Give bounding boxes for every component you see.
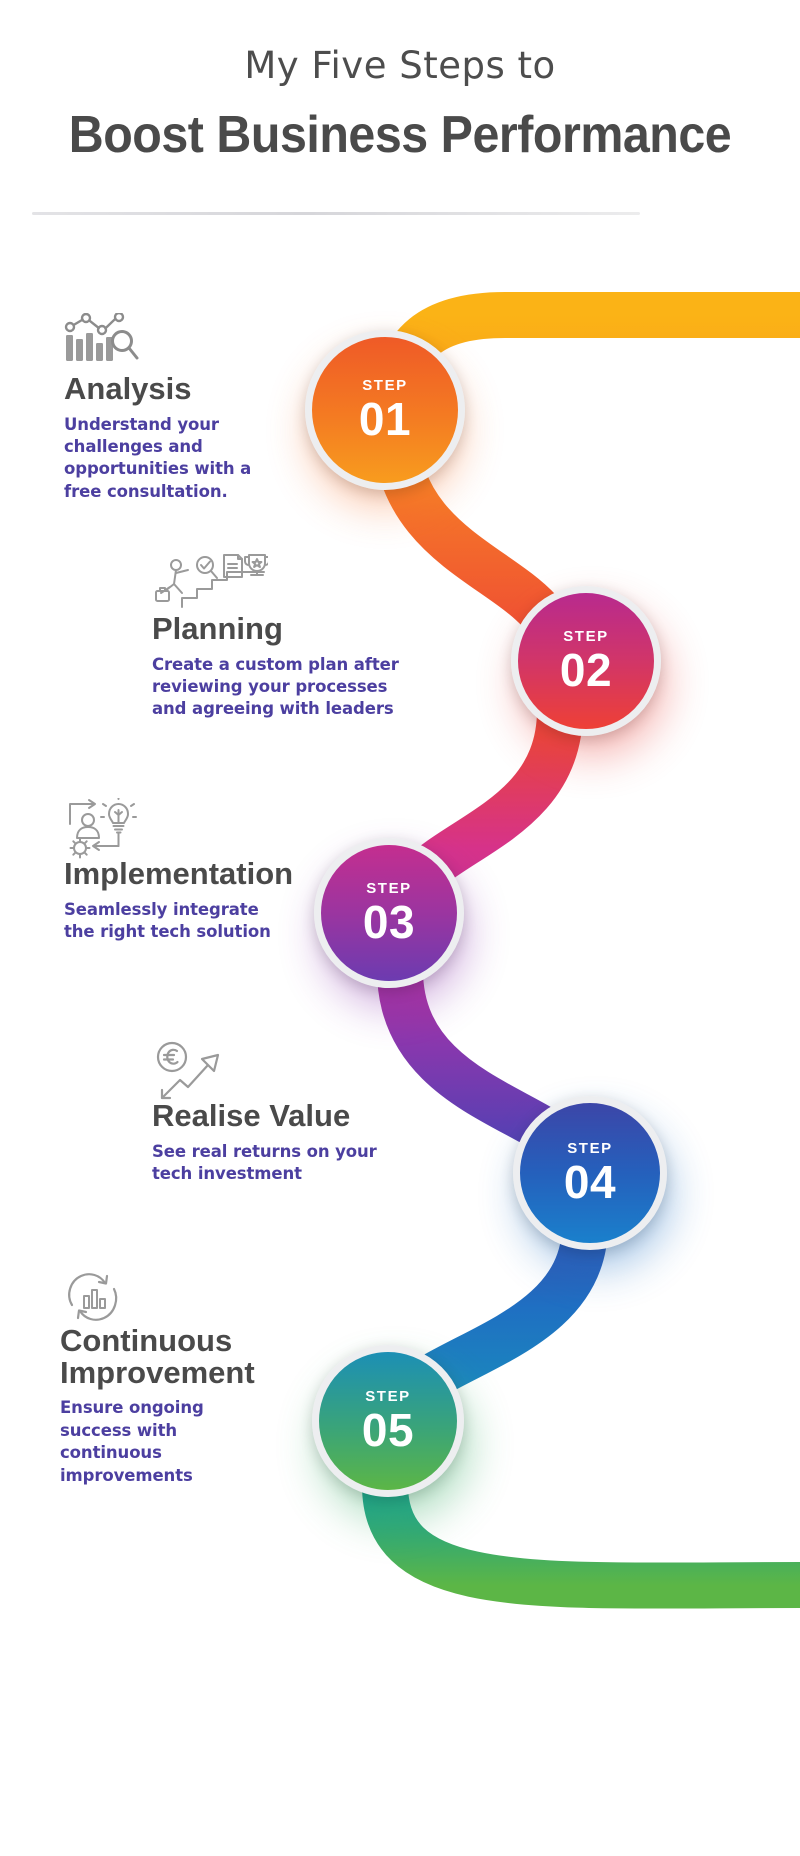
step-circle-04[interactable]: STEP 04 <box>513 1096 667 1250</box>
page-kicker: My Five Steps to <box>244 44 556 87</box>
step-description-03: Seamlessly integrate the right tech solu… <box>64 899 271 942</box>
step-circle-05[interactable]: STEP 05 <box>312 1345 464 1497</box>
step-block-02: Planning Create a custom plan after revi… <box>152 553 402 721</box>
step-label-01: STEP <box>362 377 408 394</box>
header-divider <box>32 212 640 215</box>
step-block-05: Continuous Improvement Ensure ongoing su… <box>60 1265 280 1487</box>
cycle-chart-arrows-icon <box>60 1265 280 1321</box>
step-title-03: Implementation <box>64 856 294 891</box>
step-title-02: Planning <box>152 611 283 646</box>
person-lightbulb-gear-icon <box>64 798 279 859</box>
step-circle-01[interactable]: STEP 01 <box>305 330 465 490</box>
step-title-04: Realise Value <box>152 1098 351 1133</box>
step-description-04: See real returns on your tech investment <box>152 1141 377 1184</box>
step-label-03: STEP <box>366 880 412 897</box>
step-number-02: 02 <box>559 644 613 696</box>
step-description-01: Understand your challenges and opportuni… <box>64 414 252 501</box>
step-label-04: STEP <box>567 1140 613 1157</box>
step-label-02: STEP <box>563 628 609 645</box>
bar-chart-magnifier-icon <box>64 313 289 369</box>
header: My Five Steps to Boost Business Performa… <box>0 0 800 165</box>
ribbon-path <box>362 292 800 1609</box>
step-label-05: STEP <box>365 1388 411 1405</box>
step-block-01: Analysis Understand your challenges and … <box>64 313 289 503</box>
step-block-03: Implementation Seamlessly integrate the … <box>64 798 294 943</box>
step-number-01: 01 <box>358 393 412 445</box>
step-description-02: Create a custom plan after reviewing you… <box>152 654 399 719</box>
step-number-05: 05 <box>361 1404 415 1456</box>
step-circle-02[interactable]: STEP 02 <box>511 586 661 736</box>
stairs-climb-trophy-icon <box>152 553 402 609</box>
step-number-03: 03 <box>362 896 416 948</box>
step-flow-ribbon <box>362 292 800 1609</box>
step-circle-03[interactable]: STEP 03 <box>314 838 464 988</box>
step-block-04: Realise Value See real returns on your t… <box>152 1040 402 1185</box>
euro-growth-arrow-icon <box>152 1040 402 1100</box>
step-title-01: Analysis <box>64 371 192 406</box>
step-description-05: Ensure ongoing success with continuous i… <box>60 1398 204 1485</box>
page-title: Boost Business Performance <box>68 105 732 164</box>
step-title-05: Continuous Improvement <box>60 1323 255 1390</box>
step-number-04: 04 <box>563 1156 617 1208</box>
